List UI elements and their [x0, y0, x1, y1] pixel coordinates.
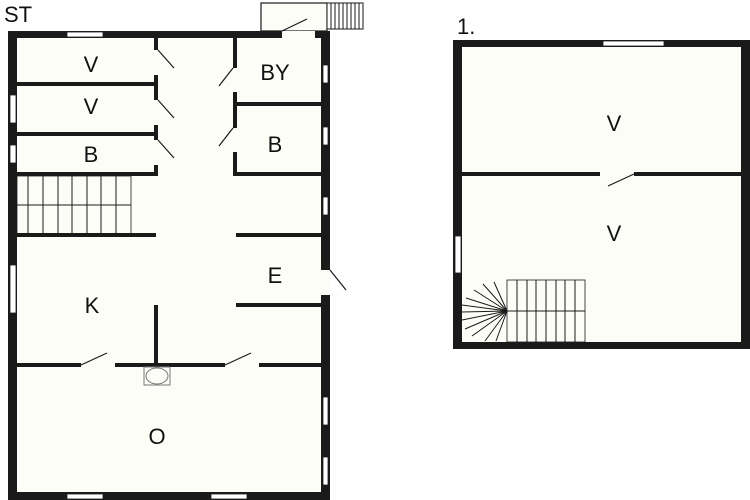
wall-south [453, 342, 750, 349]
window [66, 493, 104, 500]
window [66, 31, 104, 38]
entry-steps [326, 2, 364, 30]
room-label-utility-room: BY [260, 60, 290, 85]
room-label-bathroom-2: B [268, 132, 283, 157]
ground-floor-title: ST [4, 2, 32, 27]
porch [260, 2, 328, 32]
window [9, 264, 17, 314]
fireplace-icon [143, 366, 171, 386]
window [9, 94, 17, 124]
window [322, 456, 329, 486]
room-label-living-room: O [148, 424, 165, 449]
upper-floor-plan: 1. [453, 14, 750, 349]
room-label-upper-bedroom-2: V [607, 221, 622, 246]
wall-east [321, 31, 330, 500]
wall-north [453, 40, 750, 47]
window [322, 126, 329, 146]
wall-north-b [315, 31, 330, 38]
room-label-bedroom-2: V [84, 94, 99, 119]
wall-north-a [8, 31, 282, 38]
window [322, 64, 329, 84]
side-door [329, 269, 347, 291]
wall-east [741, 40, 750, 349]
staircase [461, 279, 586, 343]
room-label-entrance: E [268, 263, 283, 288]
window [322, 396, 329, 426]
window [210, 493, 248, 500]
upper-door [607, 173, 635, 187]
ground-floor-plan: ST [4, 2, 364, 500]
room-label-upper-bedroom-1: V [607, 111, 622, 136]
wall-south [8, 492, 330, 500]
window [602, 40, 665, 47]
room-label-kitchen: K [85, 293, 100, 318]
upper-floor-title: 1. [457, 14, 475, 39]
wall-west [453, 40, 462, 349]
window [9, 144, 17, 164]
room-label-bathroom-1: B [84, 142, 99, 167]
room-label-bedroom-1: V [84, 52, 99, 77]
window [322, 196, 329, 216]
front-door [281, 18, 308, 32]
window [454, 235, 462, 274]
